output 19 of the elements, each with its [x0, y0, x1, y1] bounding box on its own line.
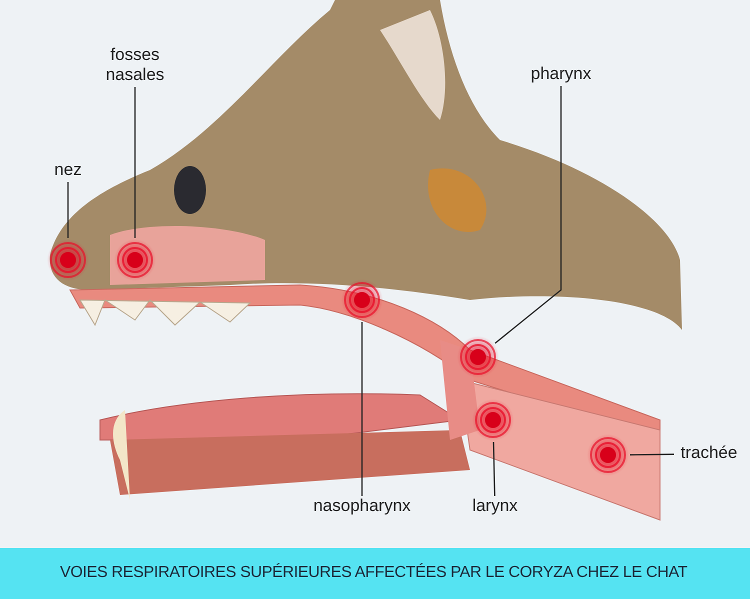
- caption: VOIES RESPIRATOIRES SUPÉRIEURES AFFECTÉES PAR LE CORYZA CHEZ LE CHAT: [60, 564, 688, 582]
- highlight-marker: [340, 278, 384, 322]
- highlight-marker: [471, 398, 515, 442]
- leader-line: [630, 454, 674, 456]
- highlight-marker: [456, 335, 500, 379]
- part-label: larynx: [465, 496, 525, 518]
- highlight-marker: [586, 433, 630, 477]
- highlight-marker: [113, 238, 157, 282]
- leader-line: [67, 182, 69, 238]
- part-label: fosses nasales: [98, 45, 172, 87]
- highlight-marker: [46, 238, 90, 282]
- leader-line: [494, 86, 562, 344]
- leader-line: [134, 87, 136, 238]
- part-label: nez: [50, 160, 86, 182]
- part-label: pharynx: [527, 64, 595, 86]
- part-label: trachée: [674, 443, 744, 465]
- leader-line: [361, 322, 363, 496]
- part-label: nasopharynx: [302, 496, 422, 518]
- leader-line: [492, 442, 496, 496]
